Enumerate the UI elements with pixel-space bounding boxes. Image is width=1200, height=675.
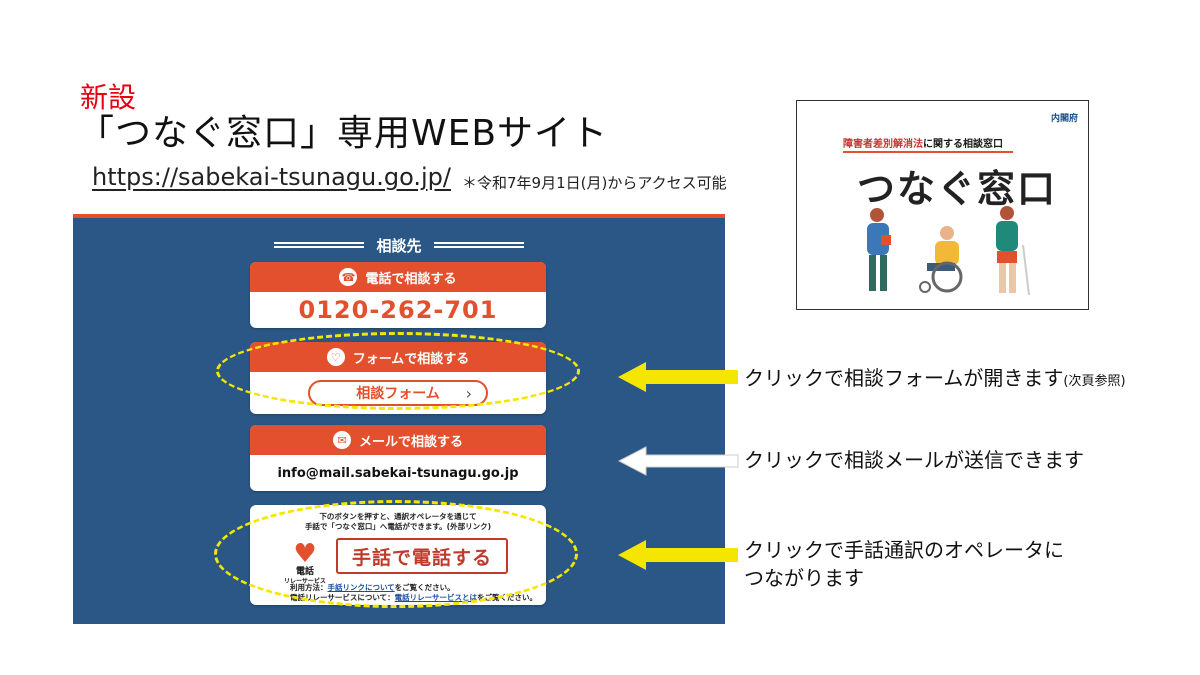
email-card-title: メールで相談する xyxy=(358,434,463,450)
logo-title: つなぐ窓口 xyxy=(857,167,1058,211)
section-title: 相談先 xyxy=(376,236,422,255)
form-card-title: フォームで相談する xyxy=(352,351,470,367)
relay-note: 下のボタンを押すと、通訳オペレータを通じて 手話で「つなぐ窓口」へ電話ができます… xyxy=(304,512,492,531)
heart-hands-icon: ♥ xyxy=(293,539,317,569)
cabinet-office-logo: 内閣府 xyxy=(1050,114,1078,124)
consult-form-button[interactable]: 相談フォーム › xyxy=(308,380,488,406)
relay-usage-text: 利用方法：手話リンクについてをご覧ください。 電話リレーサービスについて：電話リ… xyxy=(290,583,537,602)
phone-icon: ☎ xyxy=(339,268,358,286)
access-note: ＊令和7年9月1日(月)からアクセス可能 xyxy=(462,174,727,192)
phone-card-title: 電話で相談する xyxy=(365,271,457,287)
phone-card-header: ☎ 電話で相談する xyxy=(250,262,546,292)
website-panel: 相談先 ☎ 電話で相談する 0120-262-701 ♡ フォームで相談する 相… xyxy=(73,214,725,624)
form-card: ♡ フォームで相談する 相談フォーム › xyxy=(250,342,546,414)
people-illustration xyxy=(867,206,1030,296)
email-callout: クリックで相談メールが送信できます xyxy=(744,448,1084,472)
consult-form-label: 相談フォーム xyxy=(356,386,440,402)
relay-callout: クリックで手話通訳のオペレータに つながります xyxy=(744,538,1064,590)
relay-service-logo: ♥ 電話 リレーサービス xyxy=(280,539,330,585)
mail-icon: ✉ xyxy=(332,431,351,449)
form-card-header: ♡ フォームで相談する xyxy=(250,342,546,372)
logo-subtitle: 障害者差別解消法に関する相談窓口 xyxy=(843,139,1003,150)
chevron-right-icon: › xyxy=(465,384,472,403)
divider xyxy=(843,151,1013,153)
white-arrow-icon xyxy=(618,446,739,476)
site-url-link[interactable]: https://sabekai-tsunagu.go.jp/ xyxy=(92,163,451,191)
email-address-link[interactable]: info@mail.sabekai-tsunagu.go.jp xyxy=(277,465,519,481)
divider xyxy=(274,242,365,248)
page-title: 「つなぐ窓口」専用WEBサイト xyxy=(78,113,609,154)
relay-card: 下のボタンを押すと、通訳オペレータを通じて 手話で「つなぐ窓口」へ電話ができます… xyxy=(250,505,546,605)
email-card: ✉ メールで相談する info@mail.sabekai-tsunagu.go.… xyxy=(250,425,546,491)
yellow-arrow-icon xyxy=(618,362,738,392)
divider xyxy=(433,242,524,248)
tsunagu-logo-card: 内閣府 障害者差別解消法に関する相談窓口 つなぐ窓口 xyxy=(796,100,1089,310)
section-header: 相談先 xyxy=(249,236,549,255)
sign-link-about-link[interactable]: 手話リンクについて xyxy=(327,583,395,592)
email-card-header: ✉ メールで相談する xyxy=(250,425,546,455)
phone-card[interactable]: ☎ 電話で相談する 0120-262-701 xyxy=(250,262,546,328)
relay-service-about-link[interactable]: 電話リレーサービスとは xyxy=(394,593,477,602)
chat-icon: ♡ xyxy=(326,348,345,366)
phone-number[interactable]: 0120-262-701 xyxy=(298,296,498,324)
sign-language-call-button[interactable]: 手話で電話する xyxy=(336,538,508,574)
form-callout: クリックで相談フォームが開きます(次頁参照) xyxy=(744,366,1126,390)
new-label: 新設 xyxy=(80,81,137,114)
yellow-arrow-icon xyxy=(618,540,738,570)
